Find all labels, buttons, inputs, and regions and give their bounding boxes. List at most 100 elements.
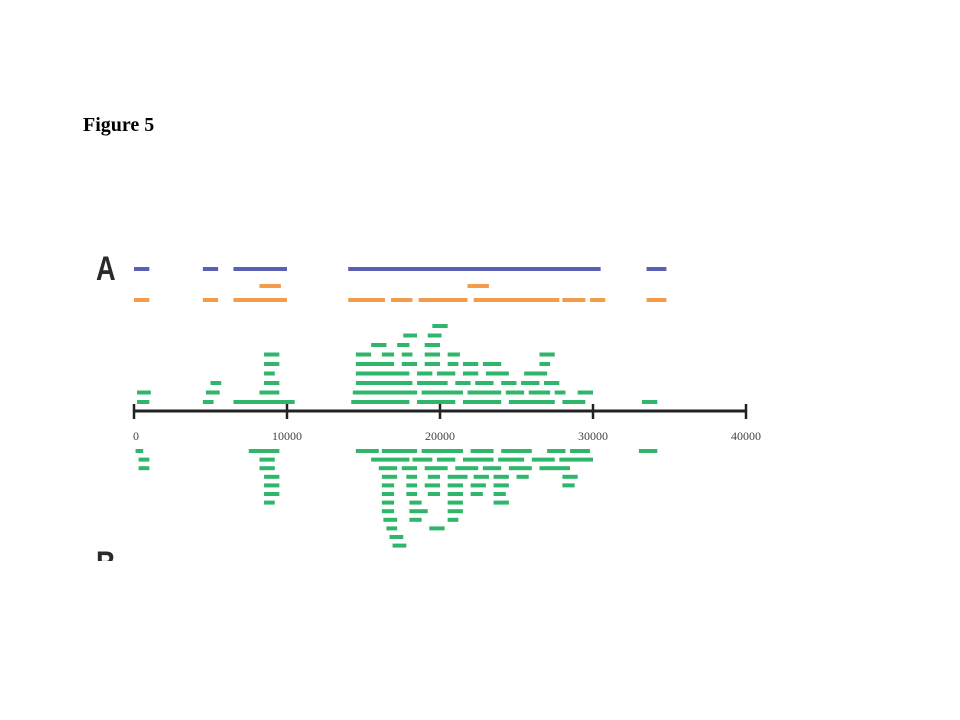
green-read: [381, 500, 395, 505]
green-read: [137, 400, 150, 404]
panel-b-label: B: [96, 547, 116, 561]
green-read: [447, 517, 459, 522]
green-read: [424, 362, 440, 366]
green-read: [210, 381, 222, 385]
green-read: [570, 449, 590, 453]
green-read: [429, 526, 445, 531]
green-read: [493, 500, 509, 505]
green-read: [554, 390, 566, 395]
green-read: [378, 466, 398, 471]
green-read: [135, 449, 144, 453]
green-read: [381, 449, 418, 453]
green-read: [559, 457, 593, 462]
green-read: [138, 466, 150, 471]
x-axis-tick-label: 0: [133, 429, 139, 443]
green-read: [521, 381, 540, 385]
green-read: [371, 343, 387, 347]
green-read: [383, 517, 398, 522]
green-read: [447, 362, 459, 366]
green-read: [381, 492, 395, 496]
green-read: [482, 362, 502, 366]
x-axis-tick-label: 40000: [731, 429, 761, 443]
green-read: [577, 390, 593, 395]
green-read: [524, 371, 548, 376]
green-read: [259, 457, 275, 462]
green-read: [493, 483, 509, 488]
green-read: [447, 509, 463, 514]
green-read: [351, 400, 410, 404]
green-read: [355, 381, 413, 385]
green-read: [352, 390, 418, 395]
green-read: [392, 543, 407, 548]
green-read: [397, 343, 410, 347]
orange-segment: [259, 284, 281, 288]
green-read: [436, 457, 456, 462]
green-read: [381, 352, 395, 357]
green-read: [406, 492, 418, 496]
green-read: [424, 352, 440, 357]
green-read: [447, 500, 463, 505]
green-read: [638, 449, 658, 453]
green-read: [462, 371, 479, 376]
green-read: [485, 371, 509, 376]
green-read: [381, 509, 395, 514]
green-read: [417, 371, 433, 376]
green-read: [436, 371, 456, 376]
green-read: [424, 343, 440, 347]
green-read: [447, 492, 463, 496]
green-read: [508, 466, 532, 471]
green-read: [264, 492, 280, 496]
blue-segment: [348, 267, 601, 271]
x-axis-tick-label: 20000: [425, 429, 455, 443]
green-read: [547, 449, 566, 453]
blue-segment: [202, 267, 219, 271]
green-read: [233, 400, 295, 404]
orange-segment: [233, 298, 287, 302]
green-read: [641, 400, 658, 404]
green-read: [371, 457, 410, 462]
orange-segment: [467, 284, 489, 288]
green-read: [470, 449, 494, 453]
green-read: [259, 390, 280, 395]
green-read: [455, 381, 471, 385]
green-read: [355, 362, 395, 366]
x-axis-tick-label: 10000: [272, 429, 302, 443]
green-read: [401, 352, 413, 357]
green-read: [424, 483, 440, 488]
green-read: [447, 483, 463, 488]
green-read: [417, 381, 448, 385]
green-read: [205, 390, 220, 395]
green-read: [539, 466, 571, 471]
green-read: [264, 474, 280, 479]
green-read: [427, 492, 440, 496]
panel-b-label-text: B: [96, 547, 116, 561]
orange-segment: [589, 298, 606, 302]
green-read: [259, 466, 275, 471]
orange-segment: [418, 298, 468, 302]
orange-segment: [646, 298, 667, 302]
green-read: [447, 352, 460, 357]
green-read: [531, 457, 555, 462]
green-read: [381, 483, 395, 488]
green-read: [470, 492, 483, 496]
green-read: [462, 400, 502, 404]
green-read: [264, 500, 275, 505]
green-read: [544, 381, 560, 385]
green-read: [403, 333, 418, 338]
green-read: [264, 362, 280, 366]
green-read: [539, 362, 551, 366]
orange-segment: [562, 298, 586, 302]
green-read: [427, 333, 442, 338]
green-read: [498, 457, 525, 462]
green-read: [455, 466, 479, 471]
green-read: [355, 449, 379, 453]
green-read: [401, 362, 418, 366]
green-read: [386, 526, 398, 531]
orange-segment: [348, 298, 385, 302]
green-read: [264, 381, 280, 385]
green-read: [462, 362, 479, 366]
green-read: [501, 381, 517, 385]
green-read: [505, 390, 525, 395]
green-read: [482, 466, 502, 471]
